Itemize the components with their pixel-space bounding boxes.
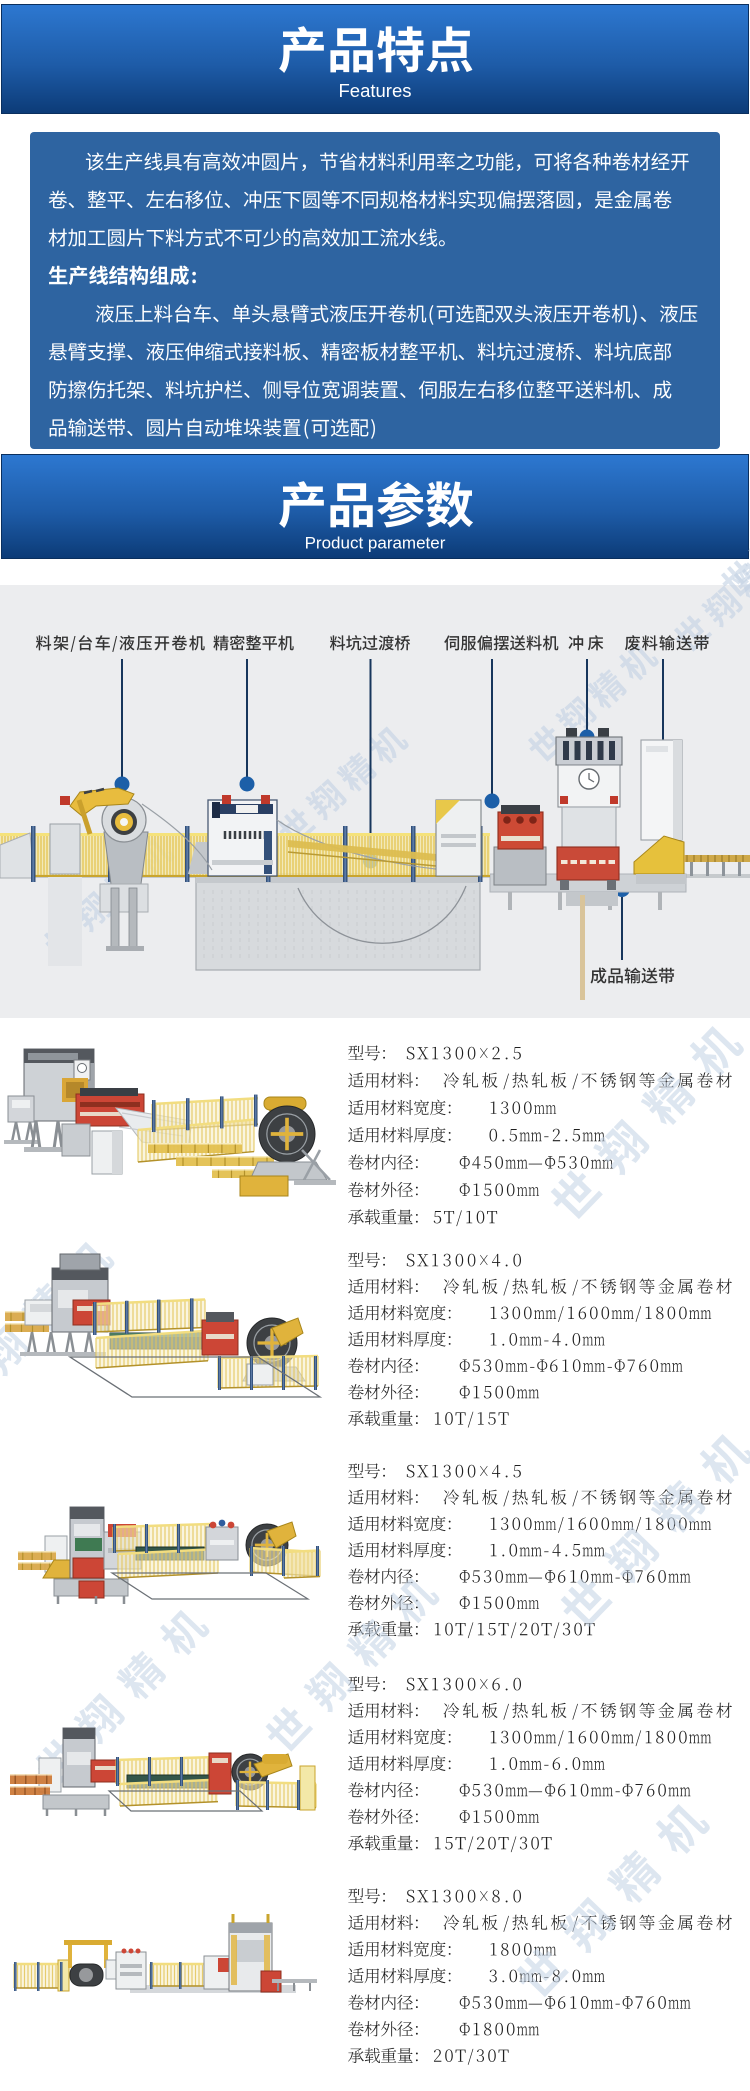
svg-text:Features: Features <box>338 80 411 101</box>
svg-text:Product parameter: Product parameter <box>305 534 446 553</box>
